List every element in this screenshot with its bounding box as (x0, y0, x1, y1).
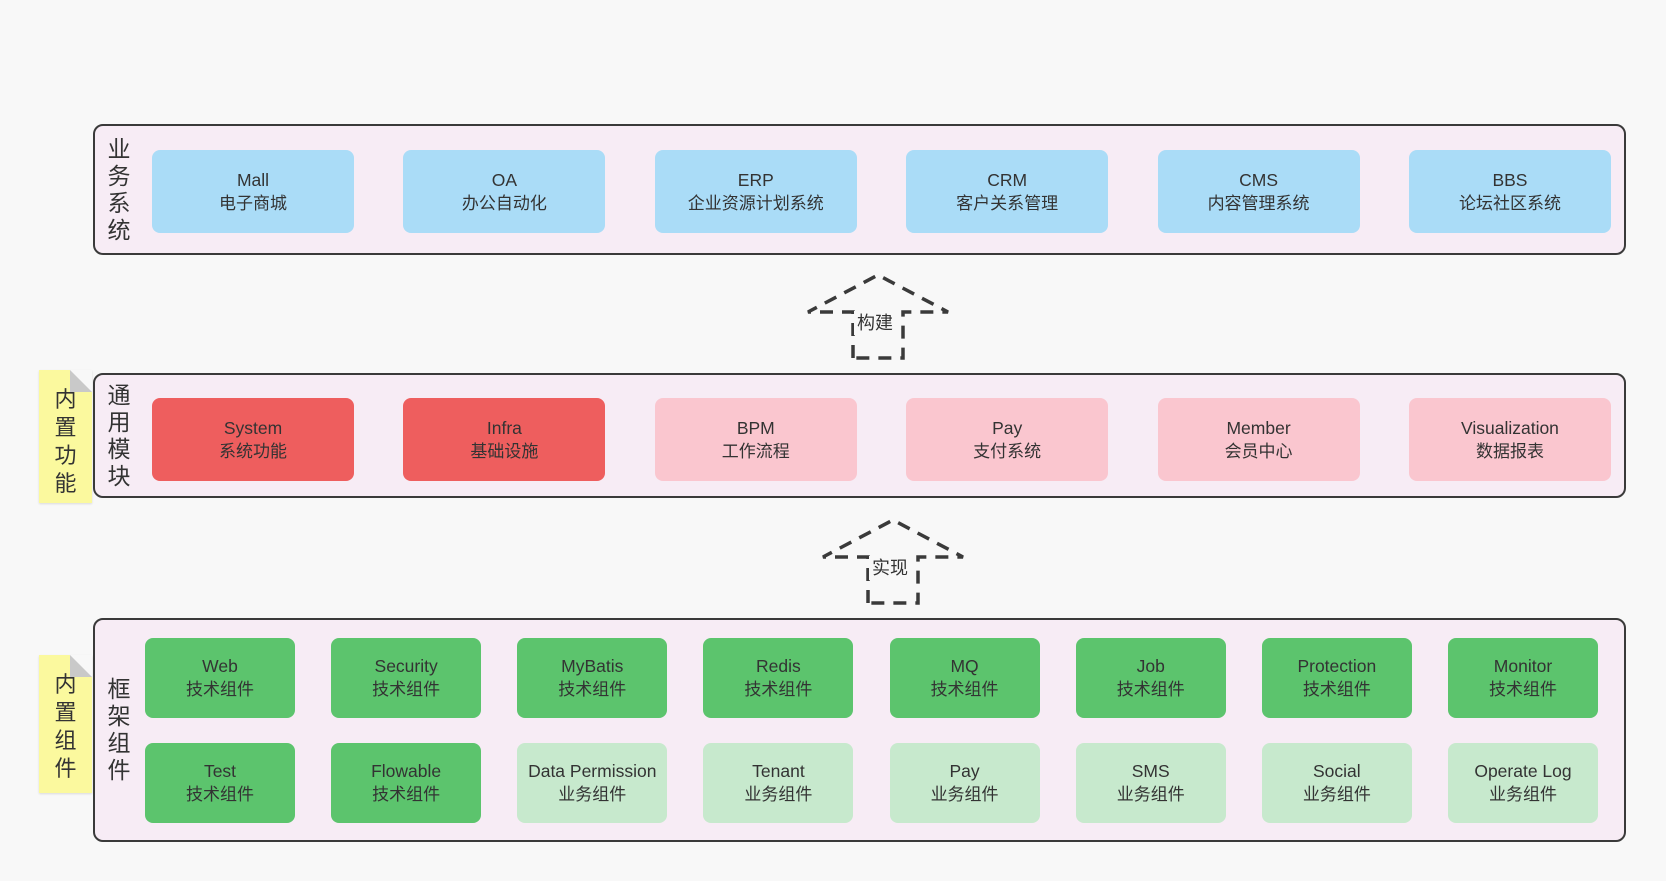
folded-corner-icon (70, 655, 92, 677)
box-redis: Redis 技术组件 (703, 638, 854, 718)
box-cms: CMS 内容管理系统 (1157, 150, 1360, 233)
box-mybatis: MyBatis 技术组件 (517, 638, 668, 718)
framework-components-row-1: Web 技术组件 Security 技术组件 MyBatis 技术组件 Redi… (145, 638, 1598, 718)
layer-title-framework-components: 框架组件 (107, 676, 131, 783)
layer-business-systems: 业务系统 Mall 电子商城 OA 办公自动化 ERP 企业资源计划系统 CRM… (93, 124, 1626, 255)
box-job: Job 技术组件 (1075, 638, 1226, 718)
arrow-up-implement (813, 515, 973, 607)
arrow-up-build (798, 270, 958, 362)
box-sms: SMS 业务组件 (1075, 743, 1226, 823)
layer-common-modules: 通用模块 System 系统功能 Infra 基础设施 BPM 工作流程 Pay… (93, 373, 1626, 498)
box-infra: Infra 基础设施 (403, 398, 606, 481)
box-bbs: BBS 论坛社区系统 (1408, 150, 1611, 233)
box-pay-system: Pay 支付系统 (906, 398, 1109, 481)
folded-corner-icon (70, 370, 92, 392)
box-protection: Protection 技术组件 (1261, 638, 1412, 718)
box-pay-component: Pay 业务组件 (889, 743, 1040, 823)
framework-components-row-2: Test 技术组件 Flowable 技术组件 Data Permission … (145, 743, 1598, 823)
layer-title-business-systems: 业务系统 (107, 135, 131, 243)
common-modules-row: System 系统功能 Infra 基础设施 BPM 工作流程 Pay 支付系统… (152, 398, 1611, 481)
box-web: Web 技术组件 (145, 638, 295, 718)
sticky-note-built-in-features: 内置功能 (39, 370, 92, 503)
layer-framework-components: 框架组件 Web 技术组件 Security 技术组件 MyBatis 技术组件… (93, 618, 1626, 842)
box-mall: Mall 电子商城 (152, 150, 354, 233)
layer-title-common-modules: 通用模块 (107, 381, 131, 489)
box-monitor: Monitor 技术组件 (1447, 638, 1598, 718)
arrow-label-build: 构建 (854, 311, 896, 335)
box-flowable: Flowable 技术组件 (331, 743, 482, 823)
box-visualization: Visualization 数据报表 (1408, 398, 1611, 481)
arrow-label-implement: 实现 (869, 556, 911, 580)
business-systems-row: Mall 电子商城 OA 办公自动化 ERP 企业资源计划系统 CRM 客户关系… (152, 150, 1611, 233)
box-security: Security 技术组件 (331, 638, 482, 718)
box-oa: OA 办公自动化 (403, 150, 606, 233)
box-tenant: Tenant 业务组件 (703, 743, 854, 823)
box-mq: MQ 技术组件 (889, 638, 1040, 718)
box-test: Test 技术组件 (145, 743, 295, 823)
box-system: System 系统功能 (152, 398, 354, 481)
box-erp: ERP 企业资源计划系统 (654, 150, 857, 233)
box-operate-log: Operate Log 业务组件 (1447, 743, 1598, 823)
sticky-note-built-in-components: 内置组件 (39, 655, 92, 793)
box-data-permission: Data Permission 业务组件 (517, 743, 668, 823)
box-crm: CRM 客户关系管理 (906, 150, 1109, 233)
box-social: Social 业务组件 (1261, 743, 1412, 823)
box-bpm: BPM 工作流程 (654, 398, 857, 481)
box-member: Member 会员中心 (1157, 398, 1360, 481)
